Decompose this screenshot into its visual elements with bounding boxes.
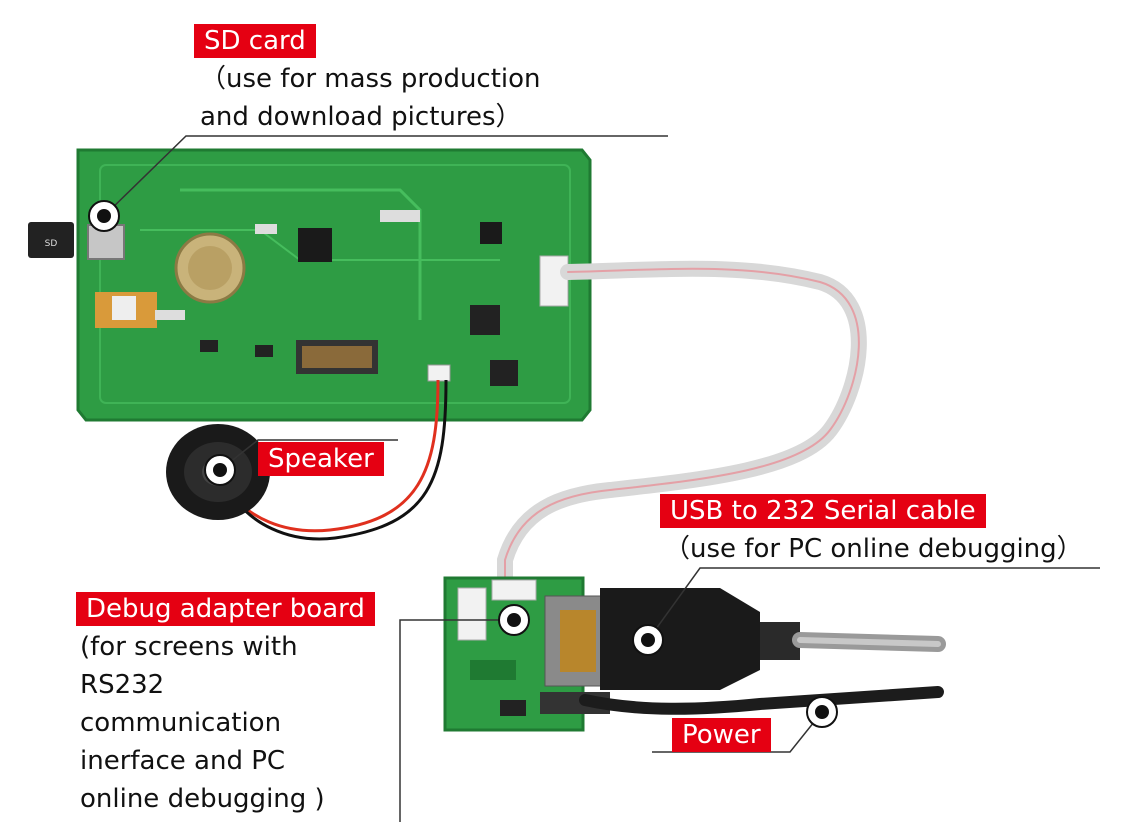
sd-card-label: SD card <box>194 24 316 58</box>
sd-card-desc-line-2: and download pictures） <box>200 102 522 132</box>
debug-board-desc-line-1: (for screens with <box>80 632 298 662</box>
debug-board-desc-line-2: RS232 <box>80 670 165 700</box>
main-pcb <box>76 148 592 422</box>
debug-board-label: Debug adapter board <box>76 592 375 626</box>
power-connector <box>540 686 944 715</box>
speaker-label: Speaker <box>258 442 384 476</box>
sd-card-desc-line-1: （use for mass production <box>200 64 541 94</box>
usb-cable-label: USB to 232 Serial cable <box>660 494 986 528</box>
callout-markers <box>88 200 838 728</box>
leader-lines <box>103 135 1100 822</box>
debug-board-desc-line-3: communication <box>80 708 282 738</box>
debug-board-desc-line-5: online debugging ) <box>80 784 325 814</box>
serial-connector <box>544 588 946 690</box>
svg-text:SD: SD <box>45 239 58 249</box>
power-label: Power <box>672 718 771 752</box>
microsd-card: SD <box>28 222 74 258</box>
speaker-wires <box>228 379 448 541</box>
debug-board-desc-line-4: inerface and PC <box>80 746 286 776</box>
usb-cable-desc: （use for PC online debugging） <box>664 534 1083 564</box>
ribbon-cable <box>497 260 867 593</box>
